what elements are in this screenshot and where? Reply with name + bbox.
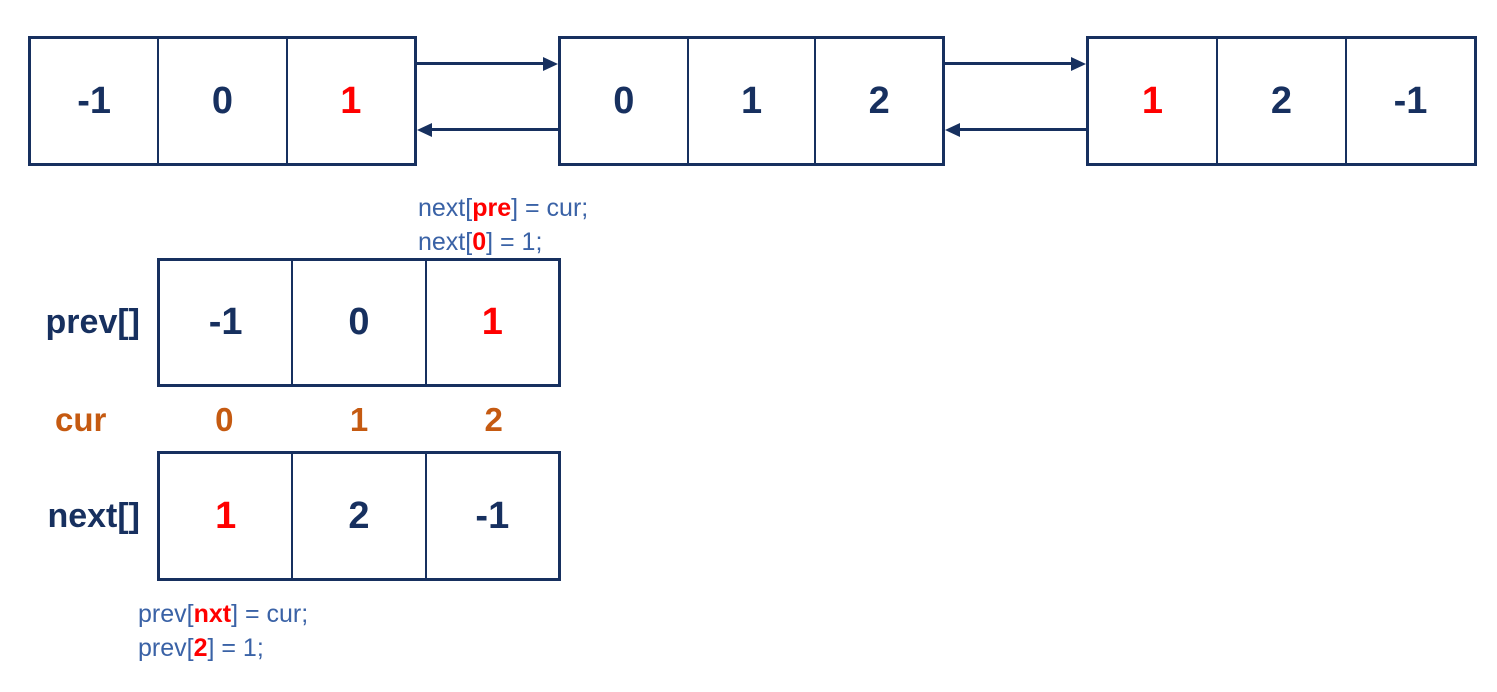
next-array-cell-0: 1	[160, 454, 291, 578]
next-array-value-1: 2	[348, 494, 370, 537]
next-array-cell-1: 2	[291, 454, 424, 578]
node2-next-value: -1	[1393, 79, 1428, 122]
code-prev-line1-arg: nxt	[193, 600, 232, 628]
node2-next-field: -1	[1345, 39, 1474, 163]
node2-prev-value: 1	[1141, 79, 1164, 122]
code-prev-line1-prefix: prev[	[138, 600, 194, 628]
next-arrow-node0-node1-line	[417, 62, 547, 65]
code-prev-line2-prefix: prev[	[138, 634, 194, 662]
prev-array-cell-1: 0	[291, 261, 424, 384]
code-prev-line1-suffix: ] = cur;	[231, 600, 309, 628]
list-node-1: 0 1 2	[558, 36, 945, 166]
cur-index-2: 2	[484, 401, 503, 438]
code-next-line2-suffix: ] = 1;	[486, 228, 543, 256]
node1-next-value: 2	[868, 79, 890, 122]
cur-index-1: 1	[349, 401, 369, 438]
next-array-table: 1 2 -1	[157, 451, 561, 581]
code-next-line1-arg: pre	[472, 194, 512, 222]
node1-prev-field: 0	[561, 39, 687, 163]
prev-arrow-node1-node0-line	[431, 128, 558, 131]
code-prev-update: prev[nxt] = cur; prev[2] = 1;	[138, 597, 308, 665]
node0-next-field: 1	[285, 39, 414, 163]
next-arrow-node0-node1-head-icon	[543, 57, 558, 71]
cur-index-0: 0	[215, 401, 234, 438]
code-next-line1-prefix: next[	[418, 194, 473, 222]
node0-next-value: 1	[340, 79, 362, 122]
list-node-2: 1 2 -1	[1086, 36, 1477, 166]
next-array-value-0: 1	[215, 494, 237, 537]
next-array-cell-2: -1	[424, 454, 558, 578]
cur-label: cur	[55, 401, 107, 438]
code-next-line-1: next[pre] = cur;	[418, 191, 588, 225]
node0-prev-value: -1	[77, 79, 112, 122]
code-next-line-2: next[0] = 1;	[418, 225, 588, 259]
code-next-line2-arg: 0	[472, 228, 487, 256]
prev-array-cell-2: 1	[424, 261, 558, 384]
cur-index-row: 0 1 2	[157, 402, 561, 438]
code-prev-line-1: prev[nxt] = cur;	[138, 597, 308, 631]
node1-next-field: 2	[814, 39, 942, 163]
prev-array-label: prev[]	[45, 303, 140, 341]
next-arrow-node1-node2-head-icon	[1071, 57, 1086, 71]
node1-id-field: 1	[686, 39, 815, 163]
node2-prev-field: 1	[1089, 39, 1216, 163]
prev-array-table: -1 0 1	[157, 258, 561, 387]
code-prev-line-2: prev[2] = 1;	[138, 631, 308, 665]
node2-id-value: 2	[1270, 79, 1293, 122]
node0-id-value: 0	[211, 79, 234, 122]
prev-array-value-1: 0	[348, 301, 370, 343]
node2-id-field: 2	[1216, 39, 1345, 163]
prev-arrow-node1-node0-head-icon	[417, 123, 432, 137]
prev-array-value-0: -1	[208, 301, 243, 343]
code-prev-line2-suffix: ] = 1;	[207, 634, 264, 662]
code-next-line1-suffix: ] = cur;	[511, 194, 589, 222]
list-node-0: -1 0 1	[28, 36, 417, 166]
next-array-value-2: -1	[475, 494, 510, 537]
node1-prev-value: 0	[613, 79, 635, 122]
code-next-line2-prefix: next[	[418, 228, 473, 256]
prev-arrow-node2-node1-head-icon	[945, 123, 960, 137]
code-next-update: next[pre] = cur; next[0] = 1;	[418, 191, 588, 259]
node0-id-field: 0	[157, 39, 285, 163]
node1-id-value: 1	[740, 79, 763, 122]
code-prev-line2-arg: 2	[193, 634, 208, 662]
next-array-label: next[]	[47, 497, 140, 535]
prev-array-value-2: 1	[481, 301, 503, 343]
prev-array-cell-0: -1	[160, 261, 291, 384]
prev-arrow-node2-node1-line	[959, 128, 1086, 131]
next-arrow-node1-node2-line	[945, 62, 1075, 65]
node0-prev-field: -1	[31, 39, 157, 163]
